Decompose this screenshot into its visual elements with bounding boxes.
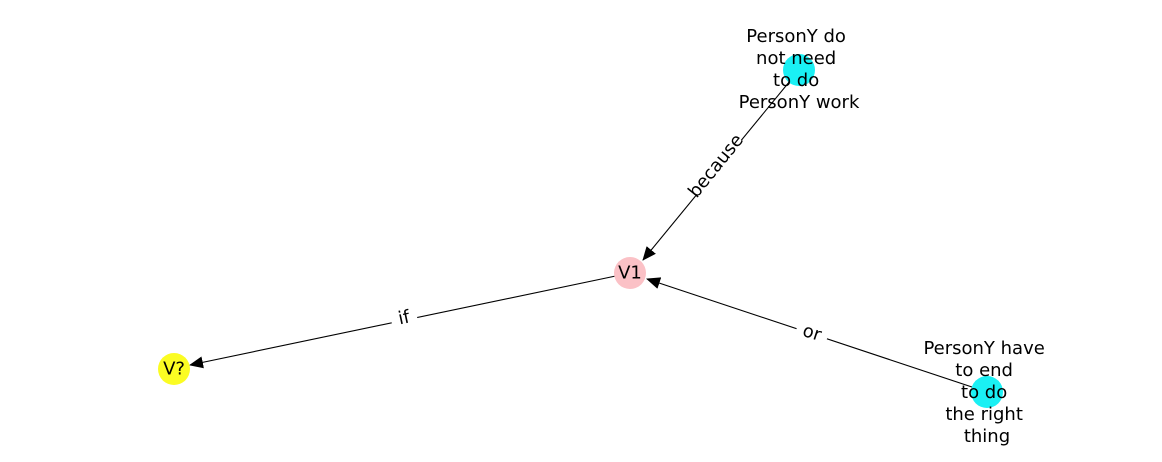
node-bottom-label-line: to do bbox=[961, 382, 1007, 403]
node-top-label-line: PersonY do bbox=[746, 26, 846, 47]
node-v2-circle bbox=[158, 353, 190, 385]
node-bottom-circle bbox=[971, 376, 1003, 408]
node-bottom-label-line: thing bbox=[964, 426, 1010, 447]
node-top-label-line: to do bbox=[773, 70, 819, 91]
node-v2-label: V? bbox=[163, 359, 185, 380]
edge-label-because: because bbox=[684, 130, 748, 202]
node-bottom-label-line: to end bbox=[955, 360, 1013, 381]
node-v2[interactable]: V? bbox=[158, 353, 190, 385]
node-bottom[interactable]: PersonY have to end to do the right thin… bbox=[923, 338, 1050, 447]
svg-text:PersonY do not need: PersonY do not need to do PersonY work bbox=[739, 26, 860, 113]
node-bottom-label-line: the right bbox=[945, 404, 1023, 425]
node-top[interactable]: PersonY do not need to do PersonY work bbox=[739, 26, 860, 113]
node-v1-circle bbox=[614, 257, 646, 289]
edge-label-if: if bbox=[396, 306, 412, 329]
edge-if: if bbox=[189, 272, 631, 369]
node-top-circle bbox=[783, 54, 815, 86]
node-top-label-line: not need bbox=[756, 48, 836, 69]
edge-or: or bbox=[646, 277, 988, 393]
node-bottom-label-line: PersonY have bbox=[923, 338, 1044, 359]
node-v1-label: V1 bbox=[618, 263, 642, 284]
node-top-label-line: PersonY work bbox=[739, 92, 860, 113]
node-v1[interactable]: V1 bbox=[614, 257, 646, 289]
svg-text:PersonY have to end: PersonY have to end to do the right thin… bbox=[923, 338, 1050, 447]
